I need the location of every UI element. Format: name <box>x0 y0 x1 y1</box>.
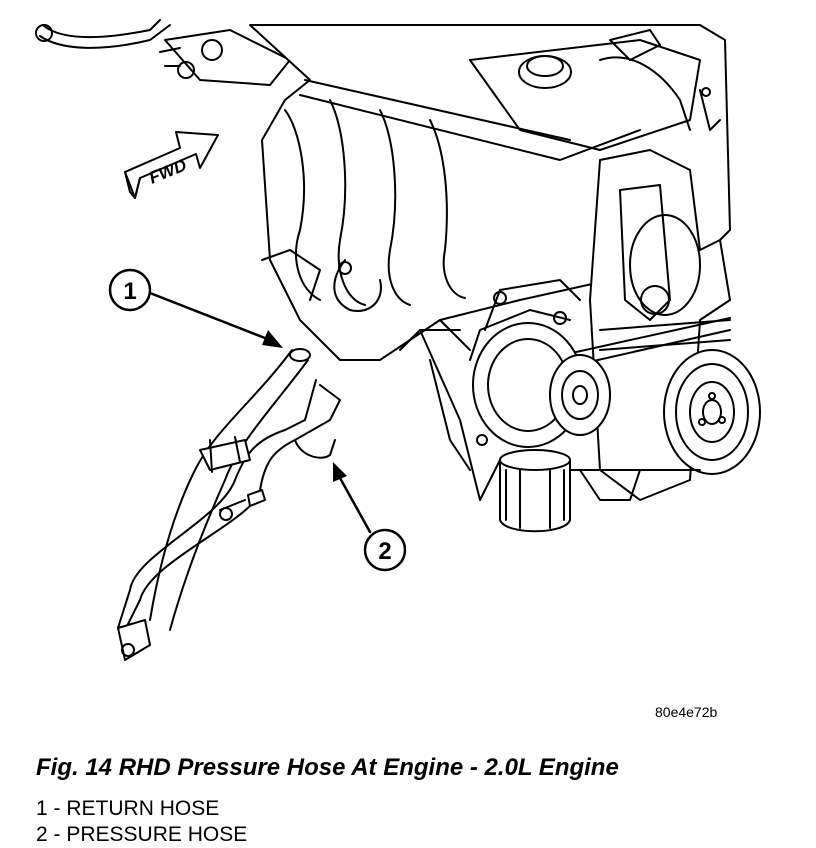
pressure-and-return-hoses <box>117 348 341 661</box>
engine-hose-illustration: FWD 1 2 <box>35 19 761 661</box>
power-steering-pump <box>469 279 611 448</box>
legend-label: PRESSURE HOSE <box>66 823 248 846</box>
legend-number: 1 <box>36 797 48 820</box>
bolt <box>219 489 266 521</box>
forward-direction-arrow: FWD <box>124 131 219 199</box>
legend: 1 - RETURN HOSE 2 - PRESSURE HOSE <box>36 796 247 848</box>
callout-1-label: 1 <box>123 278 136 305</box>
engine-block <box>419 319 641 501</box>
legend-item: 2 - PRESSURE HOSE <box>36 823 248 846</box>
legend-number: 2 <box>36 823 48 846</box>
crankshaft-pulley <box>663 349 761 475</box>
figure-caption: Fig. 14 RHD Pressure Hose At Engine - 2.… <box>36 754 619 781</box>
callout-1: 1 <box>108 268 283 348</box>
figure-id: 80e4e72b <box>655 704 718 720</box>
legend-label: RETURN HOSE <box>66 797 220 820</box>
legend-item: 1 - RETURN HOSE <box>36 797 220 820</box>
upper-hose-detail <box>35 19 291 86</box>
timing-cover <box>589 149 731 501</box>
oil-filter <box>499 449 571 533</box>
callout-2-label: 2 <box>378 538 391 565</box>
callout-2: 2 <box>333 462 407 572</box>
